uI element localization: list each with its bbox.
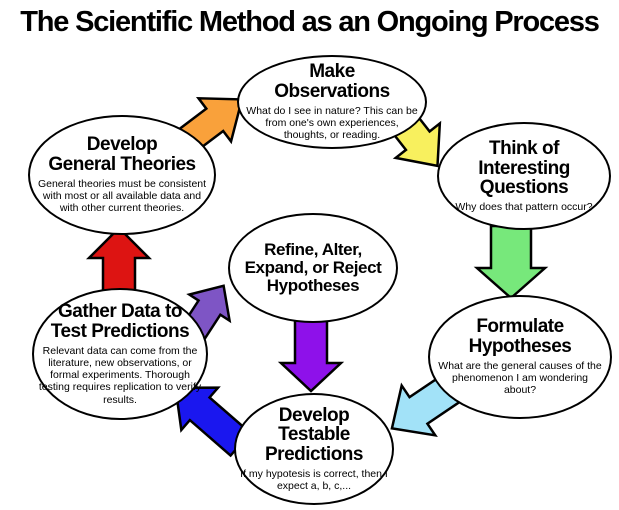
arrow-questions-to-formulate-icon	[473, 224, 549, 300]
node-heading: Make Observations	[274, 61, 390, 103]
node-heading: Develop Testable Predictions	[265, 404, 363, 466]
node-refine-alter-expand-reject-hypotheses: Refine, Alter, Expand, or Reject Hypothe…	[228, 213, 398, 323]
node-heading: Refine, Alter, Expand, or Reject Hypothe…	[244, 240, 382, 295]
node-make-observations: Make Observations What do I see in natur…	[237, 55, 427, 149]
node-body: Why does that pattern occur?	[455, 201, 593, 214]
node-gather-data-to-test-predictions: Gather Data to Test Predictions Relevant…	[32, 288, 208, 420]
node-think-of-interesting-questions: Think of Interesting Questions Why does …	[437, 122, 611, 230]
node-heading: Think of Interesting Questions	[478, 137, 570, 199]
node-develop-general-theories: Develop General Theories General theorie…	[28, 115, 216, 235]
node-body: What are the general causes of the pheno…	[438, 359, 602, 397]
diagram-title: The Scientific Method as an Ongoing Proc…	[20, 6, 600, 38]
node-body: Relevant data can come from the literatu…	[38, 344, 202, 406]
node-heading: Formulate Hypotheses	[468, 316, 572, 358]
node-body: If my hypotesis is correct, then I expec…	[240, 467, 388, 493]
node-develop-testable-predictions: Develop Testable Predictions If my hypot…	[234, 393, 394, 505]
arrow-refine-to-predictions-icon	[277, 311, 345, 393]
node-formulate-hypotheses: Formulate Hypotheses What are the genera…	[428, 295, 612, 419]
node-heading: Gather Data to Test Predictions	[50, 301, 190, 343]
node-body: What do I see in nature? This can be fro…	[246, 104, 418, 142]
node-body: General theories must be consistent with…	[37, 177, 207, 215]
node-heading: Develop General Theories	[48, 134, 196, 176]
